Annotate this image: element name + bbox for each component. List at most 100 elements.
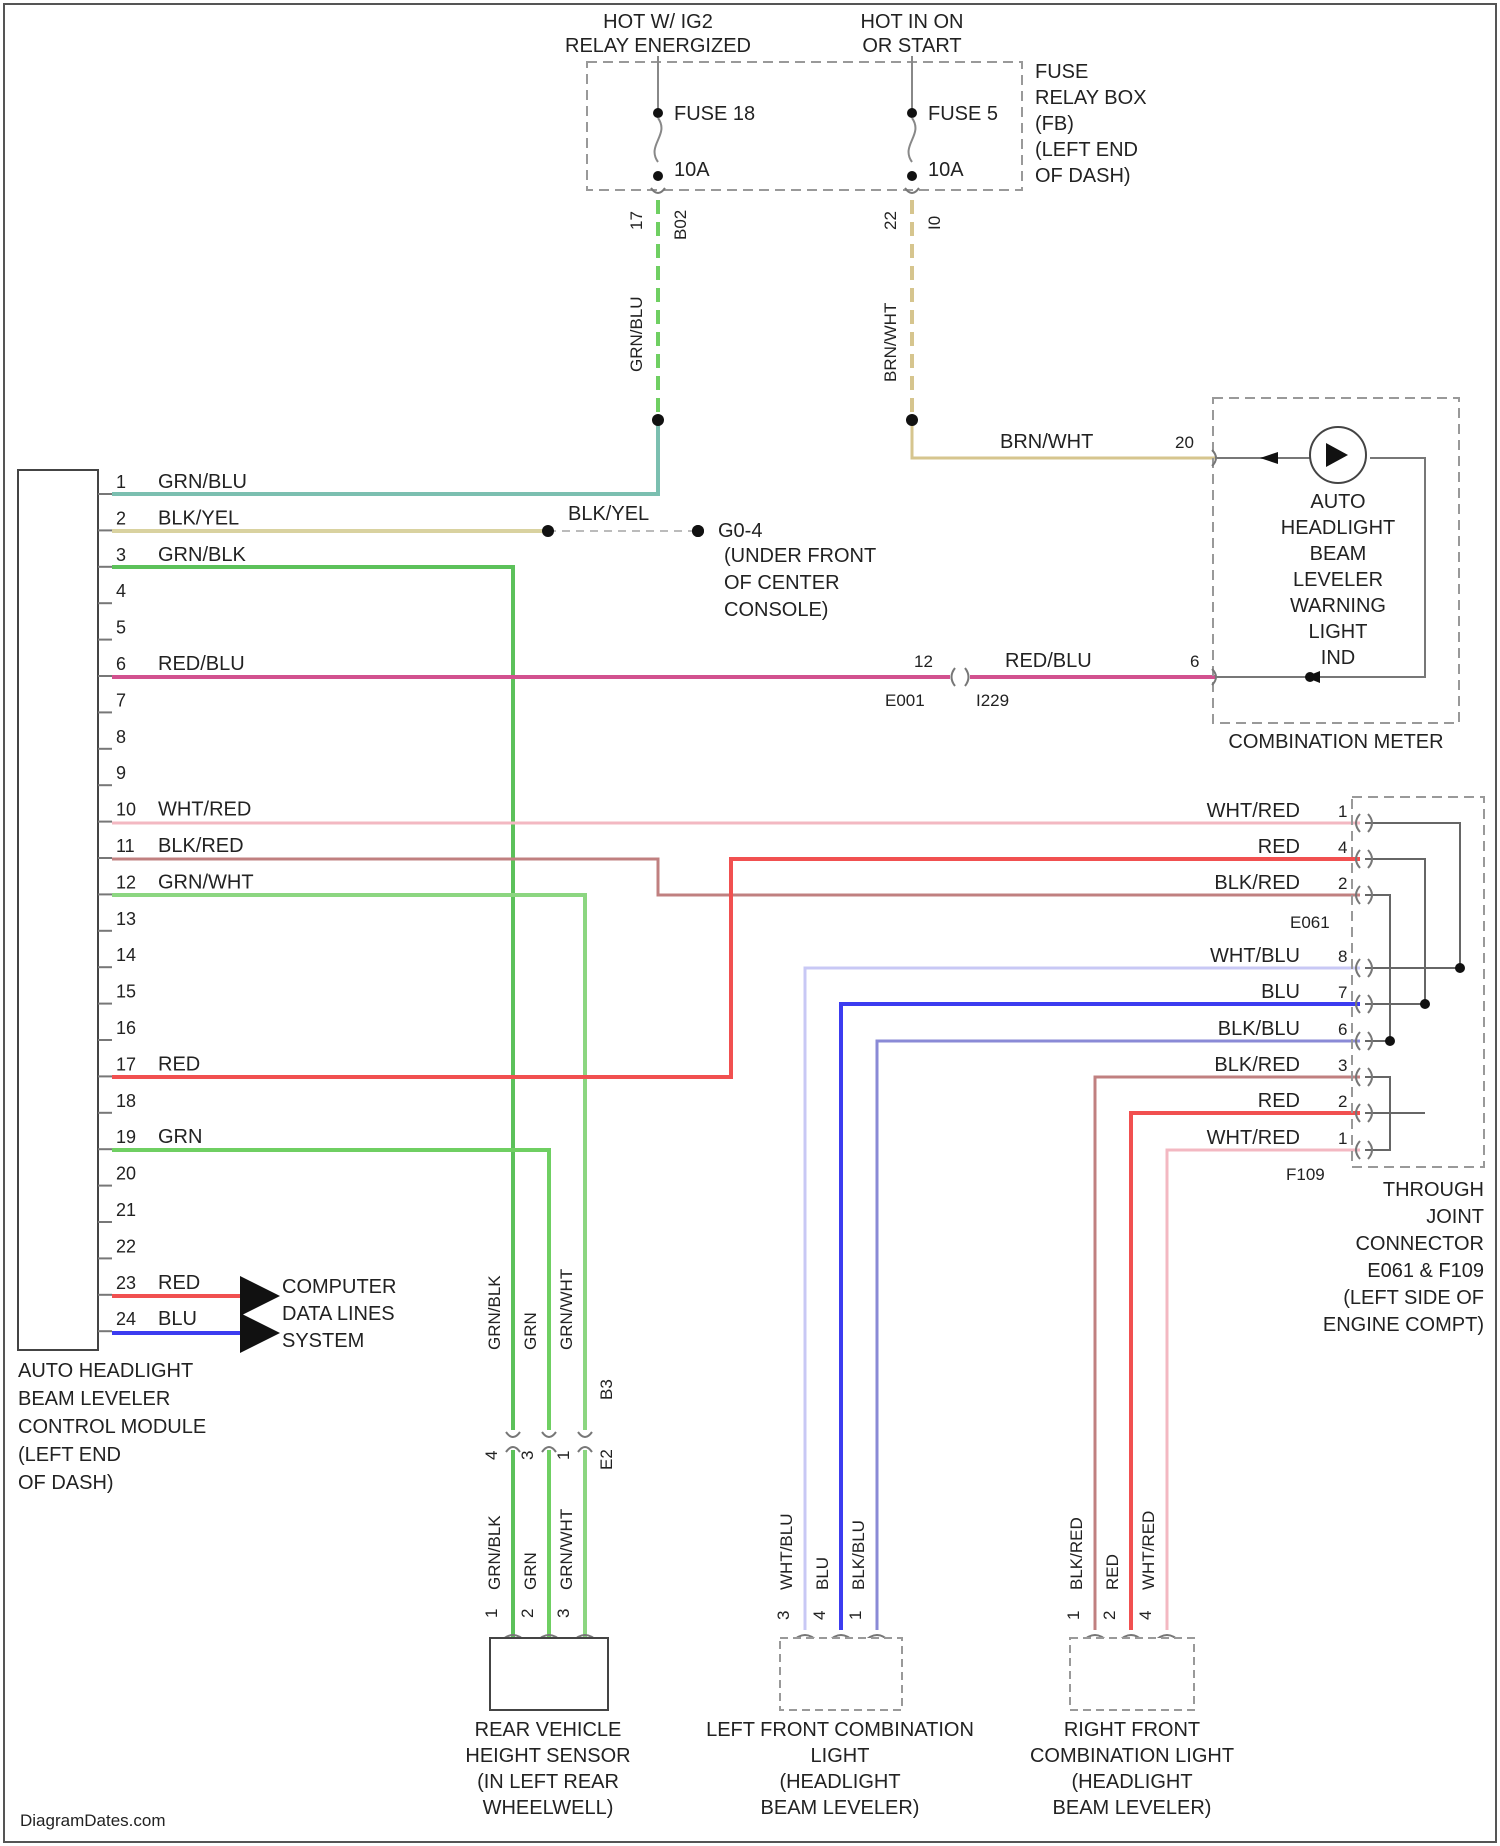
module-caption-1: AUTO HEADLIGHT [18, 1360, 193, 1382]
rf-pin-3: 4 [1136, 1611, 1155, 1620]
wire-red-rf [1131, 1113, 1360, 1630]
joint-pin-number: 3 [1338, 1056, 1347, 1075]
module-pin-number: 7 [116, 690, 126, 710]
lf-caption-4: BEAM LEVELER) [761, 1797, 920, 1819]
joint-lower-id: F109 [1286, 1165, 1325, 1184]
label-brn-wht-v: BRN/WHT [881, 303, 900, 382]
rear-caption-1: REAR VEHICLE [475, 1719, 622, 1741]
rear-wire-top-1: GRN/BLK [485, 1275, 504, 1350]
rear-caption-4: WHEELWELL) [483, 1797, 614, 1819]
ground-terminal [692, 525, 704, 537]
wire-blk-red-rf [1095, 1077, 1360, 1630]
joint-connector: WHT/RED1RED4BLK/RED2WHT/BLU8BLU7BLK/BLU6… [1207, 797, 1484, 1336]
module-pin-number: 11 [116, 836, 135, 856]
joint-wire-label: RED [1258, 1090, 1300, 1112]
module-pin-wire-label: GRN [158, 1126, 202, 1148]
module-pin-number: 1 [116, 472, 126, 492]
fusebox-caption-4: (LEFT END [1035, 139, 1138, 161]
rf-pin-1: 1 [1064, 1611, 1083, 1620]
feed2-line1: HOT IN ON [861, 11, 964, 33]
ground-id: G0-4 [718, 520, 762, 542]
wires [112, 200, 1460, 1640]
indicator-line-7: IND [1321, 647, 1355, 669]
joint-upper-id: E061 [1290, 913, 1330, 932]
joint-wire-label: BLK/BLU [1218, 1018, 1300, 1040]
module-caption-2: BEAM LEVELER [18, 1388, 170, 1410]
module-pin-number: 21 [116, 1200, 136, 1220]
combination-meter: AUTO HEADLIGHT BEAM LEVELER WARNING LIGH… [1212, 398, 1459, 753]
meter-caption: COMBINATION METER [1228, 731, 1443, 753]
rf-wire-1: BLK/RED [1067, 1517, 1086, 1590]
wire-grn-blk [112, 567, 513, 1430]
joint-pin-number: 4 [1338, 838, 1347, 857]
feed2-line2: OR START [862, 35, 961, 57]
fusebox-caption-1: FUSE [1035, 61, 1088, 83]
conn2-pin: 22 [881, 211, 900, 230]
module-pin-number: 4 [116, 581, 126, 601]
fuse18-amp: 10A [674, 159, 710, 181]
feed1-line1: HOT W/ IG2 [603, 11, 713, 33]
rear-pin-top-3: 1 [554, 1451, 573, 1460]
joint-caption-3: CONNECTOR [1355, 1233, 1484, 1255]
joint-wire-label: WHT/BLU [1210, 945, 1300, 967]
rear-pin-bottom-1: 1 [482, 1609, 501, 1618]
module-pin-wire-label: BLK/YEL [158, 507, 239, 529]
label-meter-pin-b: 6 [1190, 652, 1199, 671]
module-pin-number: 19 [116, 1127, 136, 1147]
indicator-line-5: WARNING [1290, 595, 1386, 617]
module-pin-wire-label: GRN/BLU [158, 471, 247, 493]
indicator-line-2: HEADLIGHT [1281, 517, 1395, 539]
module-pin-wire-label: RED/BLU [158, 653, 245, 675]
conn1-pin: 17 [627, 211, 646, 230]
control-module: 1GRN/BLU2BLK/YEL3GRN/BLK456RED/BLU78910W… [18, 470, 254, 1494]
joint-caption-6: ENGINE COMPT) [1323, 1314, 1484, 1336]
fuse5-label: FUSE 5 [928, 103, 998, 125]
joint-wire-label: WHT/RED [1207, 800, 1300, 822]
lf-caption-1: LEFT FRONT COMBINATION [706, 1719, 974, 1741]
lf-pin-1: 3 [774, 1611, 793, 1620]
rear-caption-3: (IN LEFT REAR [477, 1771, 619, 1793]
rf-pin-2: 2 [1100, 1611, 1119, 1620]
joint-wire-label: RED [1258, 836, 1300, 858]
page-border [4, 4, 1496, 1842]
joint-pin-number: 1 [1338, 802, 1347, 821]
conn2-id: I0 [925, 216, 944, 230]
module-pin-number: 12 [116, 872, 136, 892]
joint-pin-number: 1 [1338, 1129, 1347, 1148]
rear-pin-bottom-2: 2 [518, 1609, 537, 1618]
module-pin-wire-label: BLU [158, 1308, 197, 1330]
rear-wire-top-3: GRN/WHT [557, 1269, 576, 1350]
module-pin-number: 9 [116, 763, 126, 783]
joint-wire-label: BLK/RED [1214, 1054, 1300, 1076]
lf-wire-2: BLU [813, 1557, 832, 1590]
rf-wire-3: WHT/RED [1139, 1511, 1158, 1590]
module-pin-number: 10 [116, 800, 136, 820]
module-caption-5: OF DASH) [18, 1472, 114, 1494]
module-pin-wire-label: RED [158, 1272, 200, 1294]
fusebox-caption-5: OF DASH) [1035, 165, 1131, 187]
joint-caption-4: E061 & F109 [1367, 1260, 1484, 1282]
label-meter-pin-a: 20 [1175, 433, 1194, 452]
rear-pin-top-1: 4 [482, 1451, 501, 1460]
label-grn-blu-v: GRN/BLU [627, 296, 646, 372]
ground-desc-3: CONSOLE) [724, 599, 828, 621]
splice-connector [952, 668, 969, 686]
rf-wire-2: RED [1103, 1554, 1122, 1590]
rear-wire-bottom-2: GRN [521, 1552, 540, 1590]
rf-caption-1: RIGHT FRONT [1064, 1719, 1200, 1741]
module-pin-wire-label: BLK/RED [158, 835, 244, 857]
indicator-line-6: LIGHT [1309, 621, 1368, 643]
splice-left-id: E001 [885, 691, 925, 710]
module-caption-4: (LEFT END [18, 1444, 121, 1466]
lf-caption-2: LIGHT [811, 1745, 870, 1767]
joint-pin-number: 8 [1338, 947, 1347, 966]
wire-wht-red-rf [1167, 1150, 1360, 1630]
rear-wire-bottom-3: GRN/WHT [557, 1509, 576, 1590]
rear-caption-2: HEIGHT SENSOR [465, 1745, 630, 1767]
computer-2: DATA LINES [282, 1303, 395, 1325]
rf-caption-3: (HEADLIGHT [1071, 1771, 1192, 1793]
feed1-line2: RELAY ENERGIZED [565, 35, 751, 57]
lf-wire-3: BLK/BLU [849, 1520, 868, 1590]
indicator-line-4: LEVELER [1293, 569, 1383, 591]
